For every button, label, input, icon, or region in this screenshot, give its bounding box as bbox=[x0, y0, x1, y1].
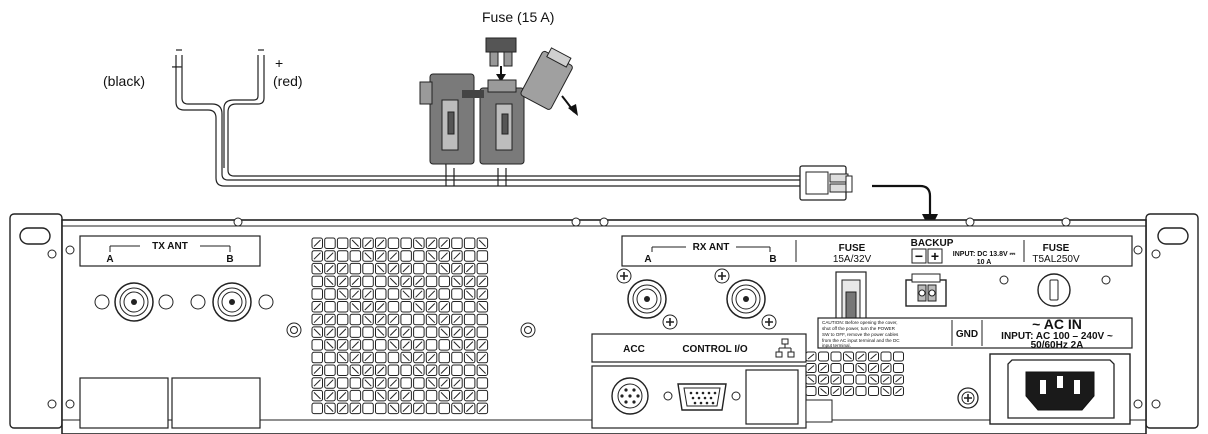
backup-input-line2: 10 A bbox=[977, 259, 992, 266]
ac-inlet[interactable] bbox=[989, 353, 1131, 425]
lan-icon bbox=[775, 338, 795, 358]
tx-ant-title: TX ANT bbox=[152, 241, 188, 252]
fuse-blade-icon bbox=[485, 37, 517, 82]
acc-connector[interactable] bbox=[611, 377, 649, 415]
fuse-callout-label: Fuse (15 A) bbox=[482, 9, 554, 25]
tx-ant-a-connector[interactable] bbox=[94, 282, 174, 322]
gnd-terminal[interactable] bbox=[957, 387, 979, 409]
caution-line-1: CAUTION: Before opening the cover, bbox=[822, 320, 898, 325]
caution-label-strip: CAUTION: Before opening the cover, shut … bbox=[817, 316, 1133, 351]
acc-label: ACC bbox=[623, 344, 645, 355]
pos-label: (red) bbox=[273, 73, 303, 89]
rx-ant-b-label: B bbox=[769, 254, 776, 265]
ac-in-line1: INPUT: AC 100 – 240V ~ bbox=[1001, 331, 1113, 342]
tx-ant-a-label: A bbox=[106, 254, 113, 265]
dc-power-cable bbox=[175, 55, 800, 187]
blank-plate bbox=[79, 377, 169, 429]
blank-plate bbox=[171, 377, 261, 429]
acc-control-label-strip: ACC CONTROL I/O bbox=[591, 333, 807, 363]
backup-plus-icon: + bbox=[931, 248, 939, 264]
ac-fuse-holder[interactable] bbox=[1037, 273, 1071, 307]
vent-grille bbox=[311, 237, 489, 415]
top-label-strip: RX ANT A B FUSE 15A/32V BACKUP − + INPUT… bbox=[621, 235, 1133, 267]
ac-in-line2: 50/60Hz 2A bbox=[1031, 340, 1084, 351]
backup-terminal[interactable] bbox=[905, 273, 947, 307]
lan-port-cover bbox=[745, 369, 799, 425]
caution-line-2: shut off the power, turn the POWER bbox=[822, 326, 896, 331]
pos-sign: + bbox=[275, 55, 283, 71]
ac-fuse-rating: T5AL250V bbox=[1032, 254, 1080, 265]
vent-grille-small bbox=[805, 351, 904, 396]
rx-ant-a-label: A bbox=[644, 254, 651, 265]
caution-line-3: SW to OFF, remove the power cables bbox=[822, 332, 899, 337]
control-io-label: CONTROL I/O bbox=[682, 344, 748, 355]
blank-plate-small bbox=[805, 399, 833, 423]
dc-fuse-title: FUSE bbox=[839, 243, 866, 254]
tx-ant-b-label: B bbox=[226, 254, 233, 265]
control-io-connector[interactable] bbox=[663, 383, 741, 411]
backup-title: BACKUP bbox=[911, 238, 954, 249]
dc-fuse-rating: 15A/32V bbox=[833, 254, 872, 265]
neg-label: (black) bbox=[103, 73, 145, 89]
cable-connector-icon bbox=[799, 165, 853, 201]
open-arrow-icon bbox=[561, 95, 578, 116]
rx-ant-a-connector[interactable] bbox=[616, 268, 678, 330]
backup-input-line1: INPUT: DC 13.8V ⎓ bbox=[953, 251, 1016, 258]
caution-line-4: from the AC input terminal and the DC bbox=[822, 338, 900, 343]
screw-icon bbox=[1101, 275, 1111, 285]
rx-ant-b-connector[interactable] bbox=[714, 268, 777, 330]
gnd-label: GND bbox=[956, 329, 978, 340]
ac-fuse-title: FUSE bbox=[1043, 243, 1070, 254]
fuse-holder-icon bbox=[419, 73, 525, 165]
backup-minus-icon: − bbox=[915, 248, 923, 264]
fuse-cover-icon bbox=[520, 47, 573, 110]
tx-ant-section: TX ANT A B bbox=[79, 235, 261, 267]
tx-ant-b-connector[interactable] bbox=[190, 282, 274, 322]
screw-icon bbox=[999, 275, 1009, 285]
caution-line-5: input terminal. bbox=[822, 343, 851, 348]
neg-sign: – bbox=[172, 56, 182, 75]
rx-ant-title: RX ANT bbox=[693, 242, 730, 253]
ac-in-title: ~ AC IN bbox=[1032, 316, 1082, 332]
screw-icon bbox=[286, 322, 536, 338]
